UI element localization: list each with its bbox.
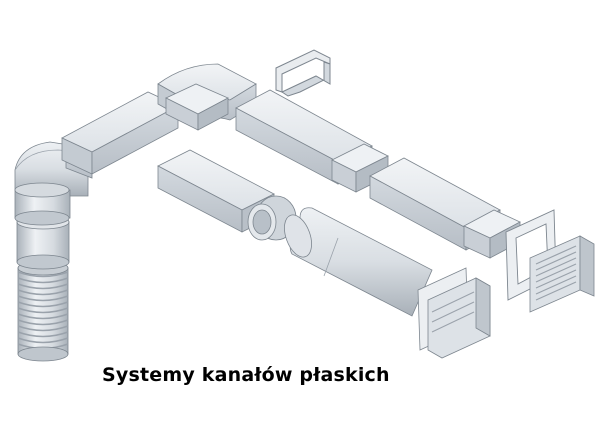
flat-duct <box>61 91 179 175</box>
telescopic-wall-sleeve <box>284 207 433 317</box>
duct-clip <box>275 49 331 97</box>
wall-grille <box>529 235 595 313</box>
round-pipe <box>16 214 70 270</box>
caption: Systemy kanałów płaskich <box>102 364 390 386</box>
flexible-hose <box>17 260 69 362</box>
duct-connector <box>331 143 389 193</box>
louvered-wall-vent <box>417 267 491 359</box>
duct-connector <box>165 83 229 131</box>
